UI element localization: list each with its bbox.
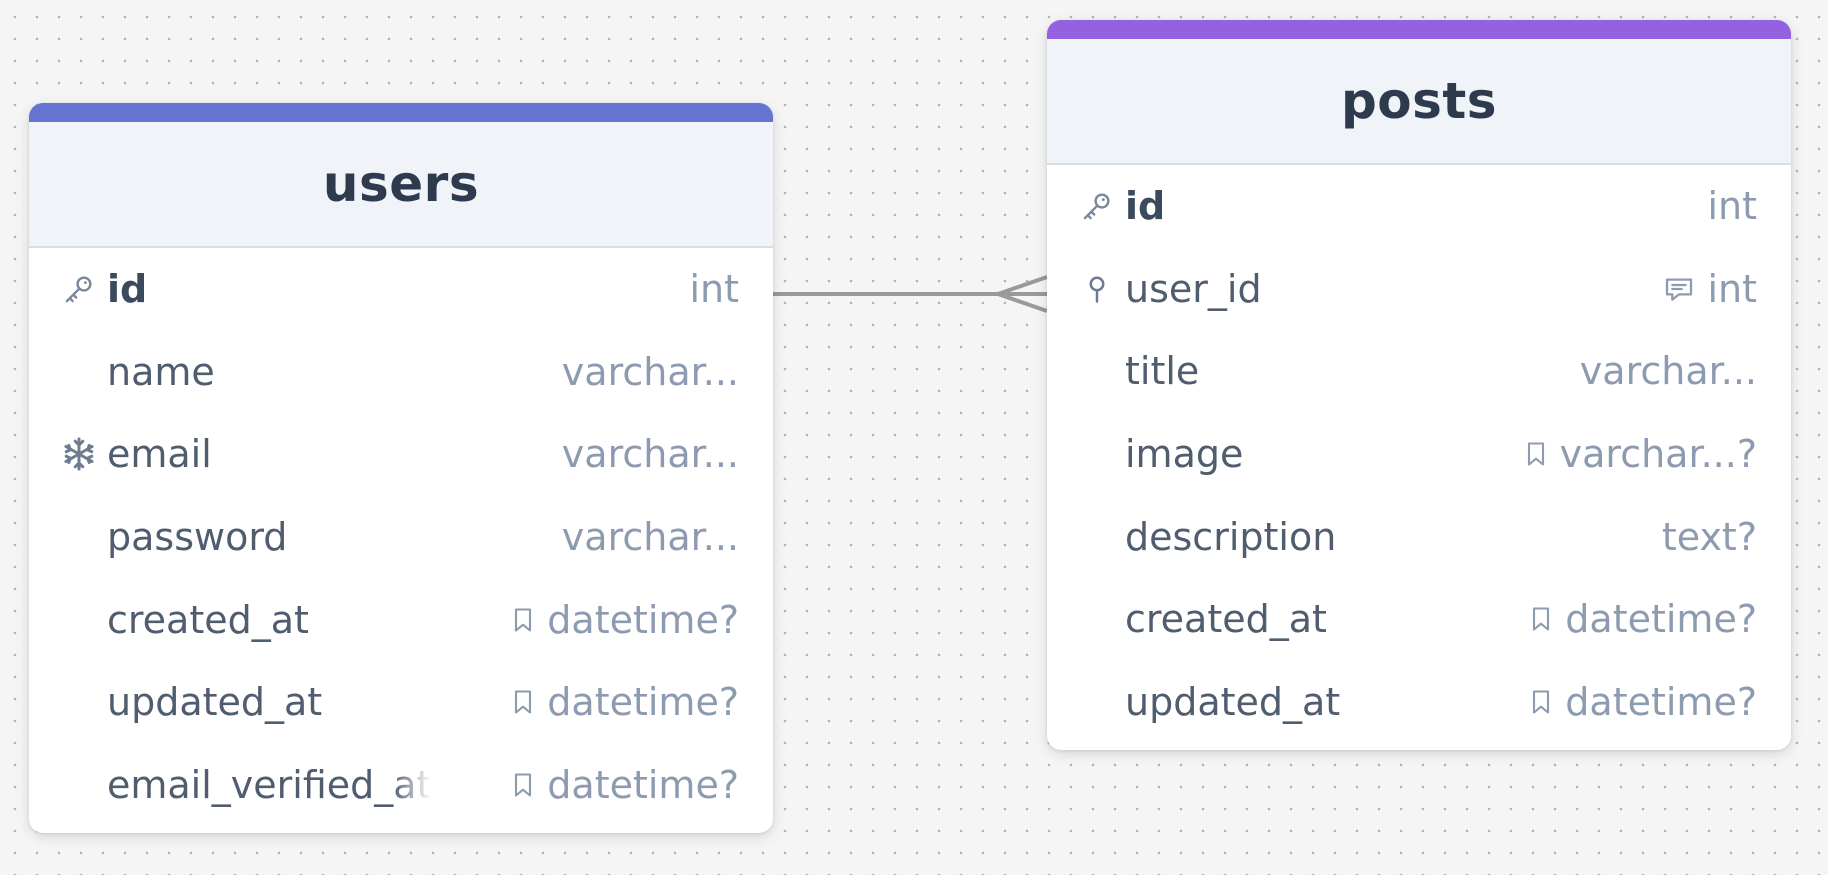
bookmark-icon (509, 770, 537, 800)
column-name: created_at (107, 597, 309, 642)
column-type: varchar... (1580, 349, 1757, 393)
empty-icon-slot (57, 765, 101, 805)
foreign-key-pin-icon (1075, 269, 1119, 309)
table-accent-bar (29, 103, 773, 122)
column-name: updated_at (1125, 679, 1341, 724)
column-row[interactable]: id int (29, 248, 773, 331)
column-row[interactable]: image varchar...? (1047, 413, 1791, 496)
column-type: int (689, 267, 739, 311)
column-row[interactable]: user_id int (1047, 248, 1791, 331)
column-row[interactable]: password varchar... (29, 496, 773, 579)
bookmark-icon (509, 687, 537, 717)
column-type-label: int (1707, 184, 1757, 229)
column-type: varchar... (562, 432, 739, 476)
key-icon (1075, 186, 1119, 226)
column-name: email (107, 432, 212, 477)
table-header[interactable]: posts (1047, 39, 1791, 165)
column-row[interactable]: created_at datetime? (29, 578, 773, 661)
column-type-label: datetime? (547, 597, 739, 642)
column-list: id int name varchar... email varchar... … (29, 248, 773, 833)
empty-icon-slot (1075, 599, 1119, 639)
column-type: text? (1662, 515, 1757, 559)
column-name: name (107, 349, 215, 394)
column-row[interactable]: email_verified_at datetime? (29, 744, 773, 827)
column-name: id (1125, 184, 1166, 229)
crows-foot-marker (996, 275, 1048, 313)
column-row[interactable]: email varchar... (29, 413, 773, 496)
column-type-label: varchar...? (1559, 432, 1757, 477)
column-row[interactable]: updated_at datetime? (29, 661, 773, 744)
column-type-label: int (689, 267, 739, 312)
table-title: users (322, 155, 480, 213)
column-row[interactable]: created_at datetime? (1047, 578, 1791, 661)
table-title: posts (1340, 72, 1498, 130)
column-type-label: varchar... (561, 515, 739, 560)
column-type-label: varchar... (561, 432, 739, 477)
snowflake-icon (57, 434, 101, 474)
column-type-label: datetime? (1565, 597, 1757, 642)
key-icon (57, 269, 101, 309)
column-type-label: datetime? (1565, 679, 1757, 724)
column-type-label: varchar... (561, 349, 739, 394)
empty-icon-slot (1075, 434, 1119, 474)
column-row[interactable]: title varchar... (1047, 330, 1791, 413)
bookmark-icon (509, 605, 537, 635)
column-row[interactable]: updated_at datetime? (1047, 661, 1791, 744)
column-type-label: datetime? (547, 680, 739, 725)
bookmark-icon (1522, 439, 1550, 469)
bookmark-icon (1527, 604, 1555, 634)
column-type-label: int (1707, 266, 1757, 311)
column-row[interactable]: description text? (1047, 495, 1791, 578)
table-posts[interactable]: posts id int user_id int (1047, 20, 1791, 751)
column-row[interactable]: id int (1047, 165, 1791, 248)
column-name: image (1125, 432, 1244, 477)
table-accent-bar (1047, 20, 1791, 39)
column-list: id int user_id int title varchar... (1047, 165, 1791, 750)
column-type: int (1661, 267, 1757, 311)
column-name: password (107, 515, 288, 560)
empty-icon-slot (57, 682, 101, 722)
empty-icon-slot (57, 600, 101, 640)
column-type: varchar... (562, 350, 739, 394)
column-type-label: text? (1661, 514, 1757, 559)
table-users[interactable]: users id int name varchar... email va (29, 103, 773, 834)
comment-icon (1661, 273, 1697, 305)
column-name: title (1125, 349, 1200, 394)
column-type: varchar...? (1522, 432, 1757, 476)
column-name: user_id (1125, 266, 1262, 311)
empty-icon-slot (1075, 682, 1119, 722)
column-type-label: datetime? (547, 762, 739, 807)
column-type: datetime? (509, 598, 739, 642)
column-type-label: varchar... (1579, 349, 1757, 394)
column-type: varchar... (562, 515, 739, 559)
empty-icon-slot (1075, 517, 1119, 557)
column-type: datetime? (1527, 680, 1757, 724)
bookmark-icon (1527, 687, 1555, 717)
column-name: updated_at (107, 680, 323, 725)
column-name: email_verified_at (107, 762, 432, 807)
column-type: datetime? (509, 680, 739, 724)
column-type: datetime? (509, 763, 739, 807)
empty-icon-slot (57, 517, 101, 557)
table-header[interactable]: users (29, 122, 773, 248)
column-type: int (1707, 184, 1757, 228)
column-row[interactable]: name varchar... (29, 331, 773, 414)
column-name: created_at (1125, 597, 1327, 642)
column-type: datetime? (1527, 597, 1757, 641)
column-name: id (107, 267, 148, 312)
empty-icon-slot (57, 352, 101, 392)
empty-icon-slot (1075, 351, 1119, 391)
column-name: description (1125, 514, 1337, 559)
